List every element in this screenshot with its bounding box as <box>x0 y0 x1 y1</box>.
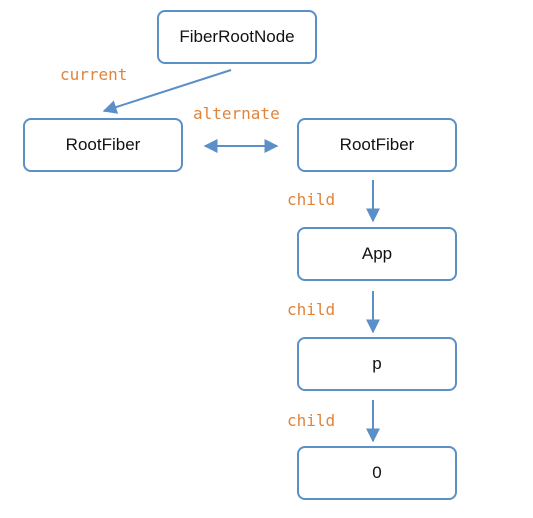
node-text-zero: 0 <box>297 446 457 500</box>
node-root-fiber-alternate: RootFiber <box>297 118 457 172</box>
current-arrow <box>102 69 232 114</box>
node-app: App <box>297 227 457 281</box>
node-fiber-root-node: FiberRootNode <box>157 10 317 64</box>
label-child-3: child <box>287 411 336 430</box>
node-root-fiber-current: RootFiber <box>23 118 183 172</box>
label-child-1: child <box>287 190 336 209</box>
label-alternate: alternate <box>193 104 280 123</box>
label-child-2: child <box>287 300 336 319</box>
node-p: p <box>297 337 457 391</box>
label-current: current <box>60 65 128 84</box>
